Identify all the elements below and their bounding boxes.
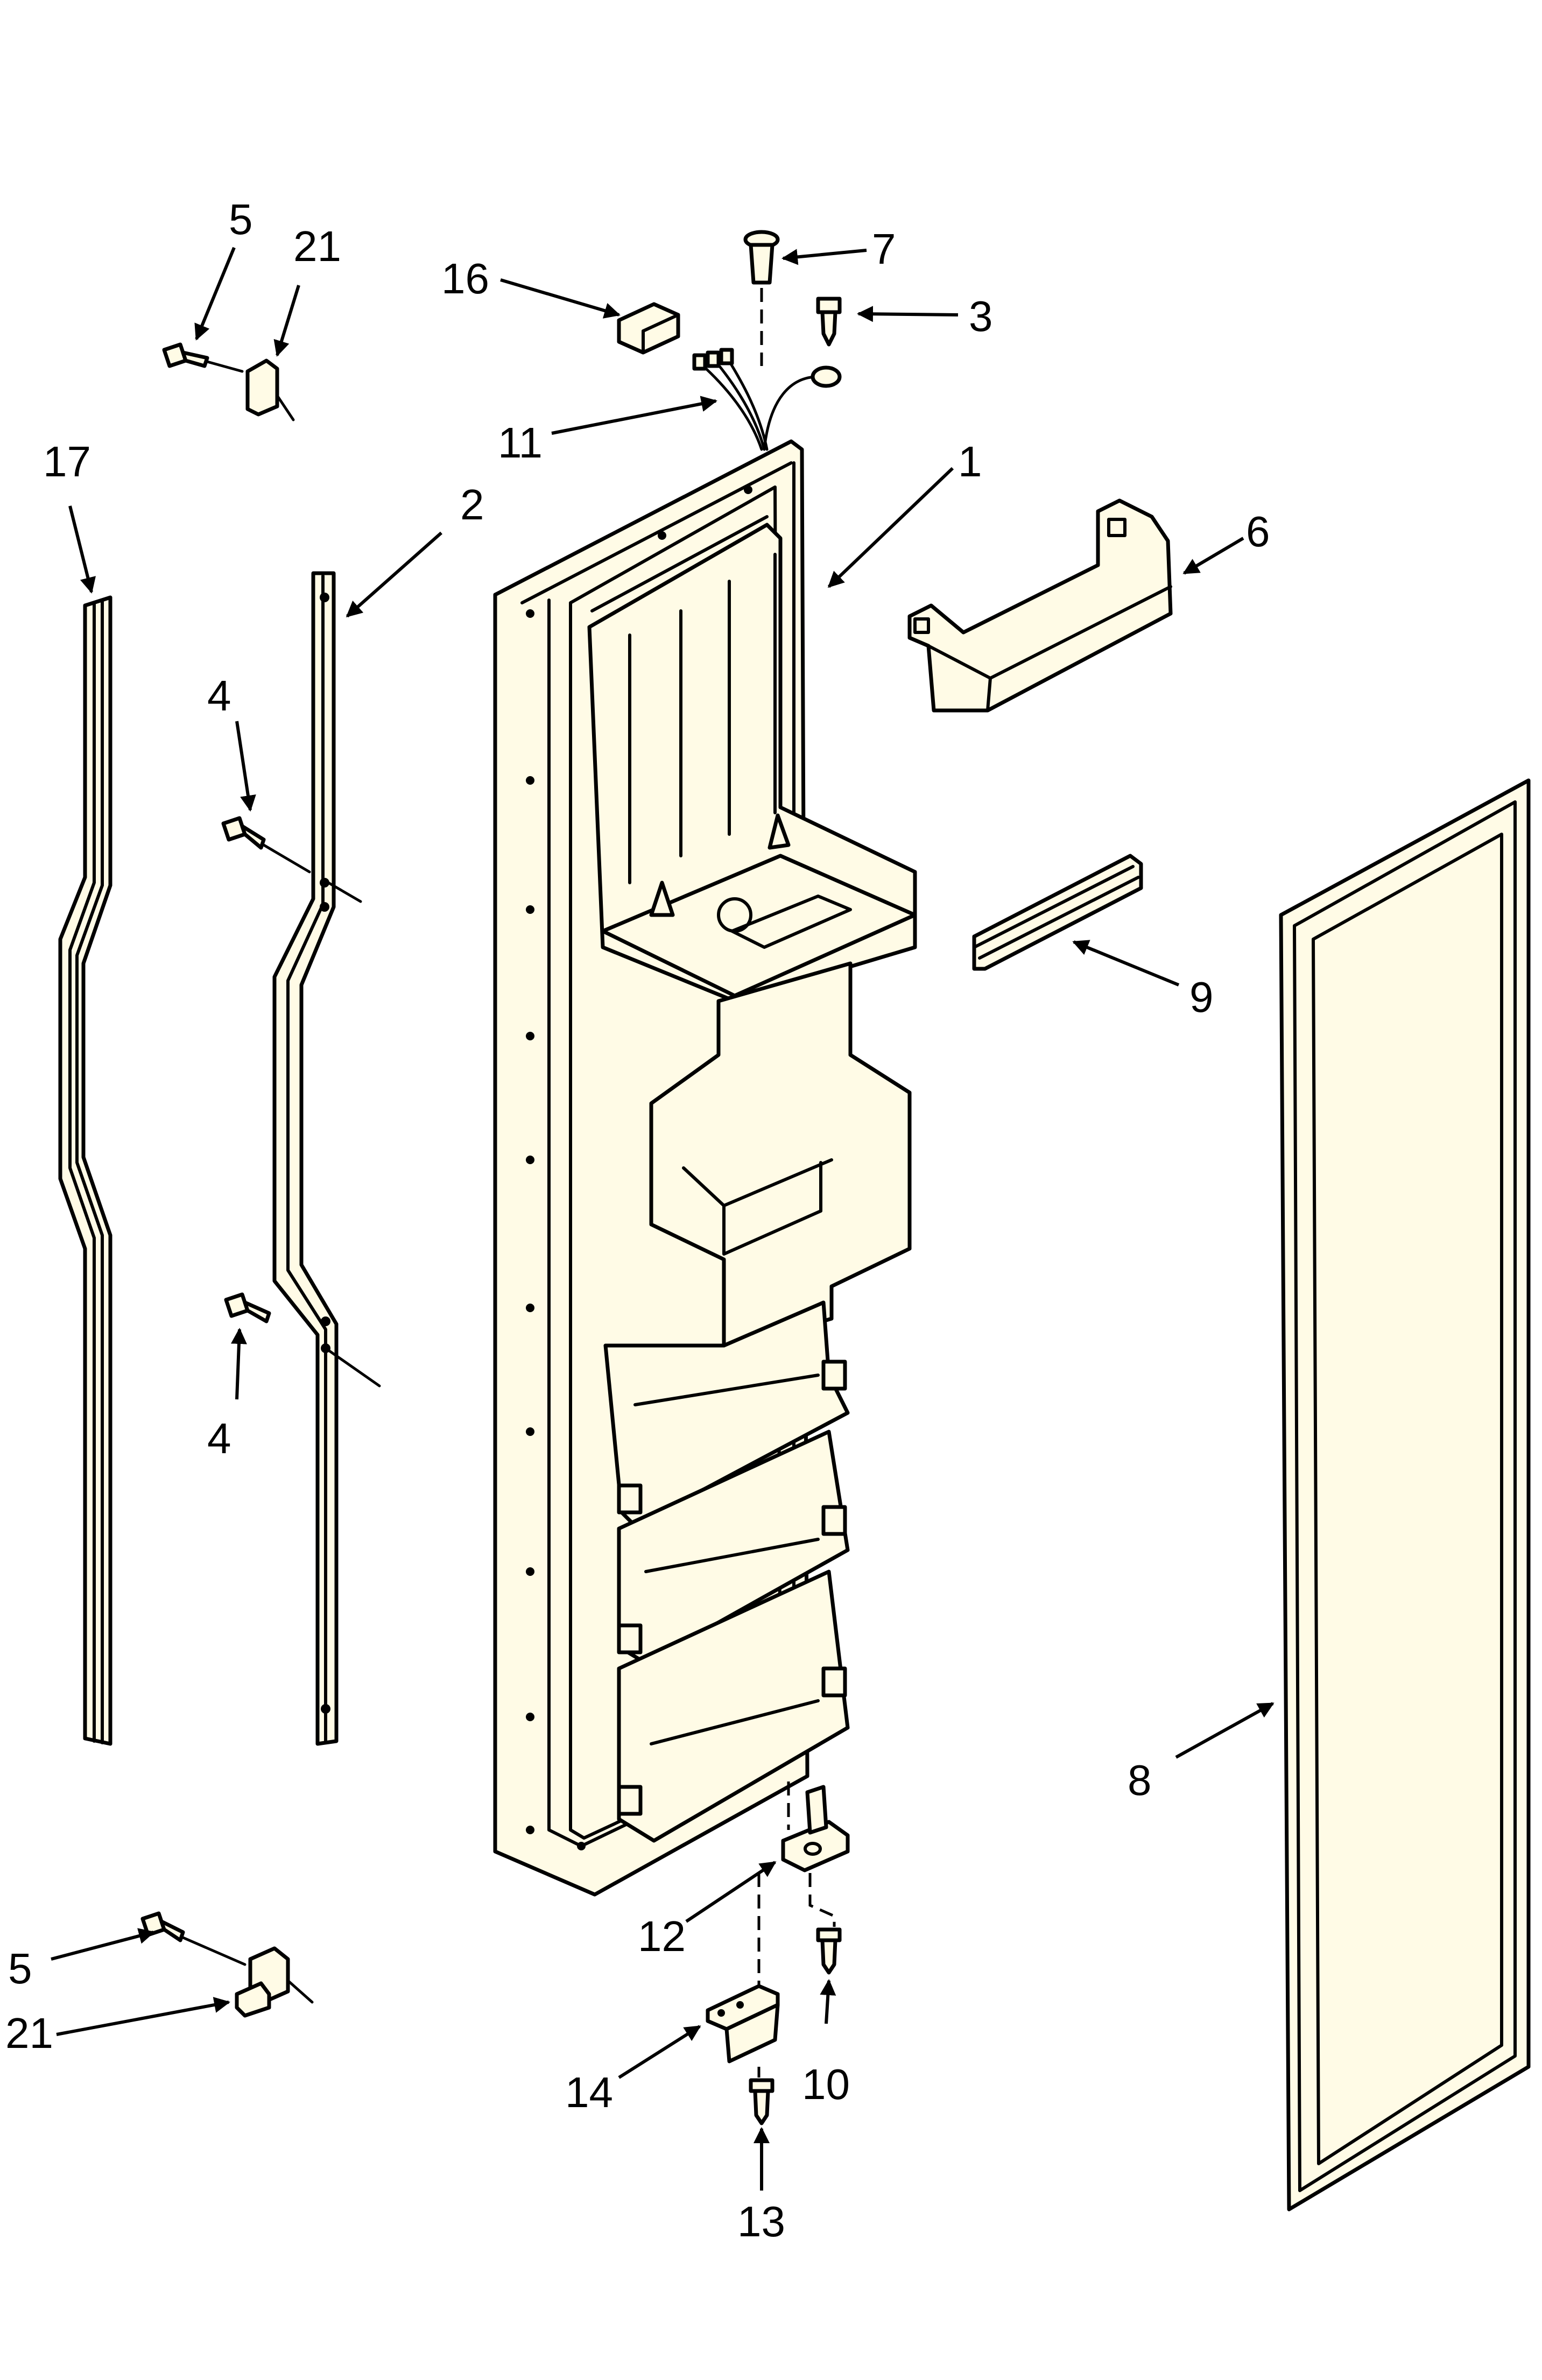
- callout-12: 12: [638, 1912, 686, 1960]
- part-14-hinge-plate: [706, 1873, 780, 2078]
- part-10-screw: [816, 1927, 842, 1975]
- part-2-trim-strip: [272, 571, 381, 1746]
- part-12-hinge: [781, 1782, 850, 1927]
- leader-arrows: [51, 247, 1275, 2191]
- part-13-screw: [749, 2078, 774, 2125]
- part-1-door-panel: [493, 439, 917, 1897]
- callout-labels: 1 2 3 4 4 5 5 6 7 8 9 10 11 12 13 14 16 …: [5, 195, 1270, 2245]
- callout-14: 14: [565, 2068, 613, 2116]
- callout-10: 10: [802, 2060, 850, 2108]
- callout-21-top: 21: [293, 222, 341, 270]
- callout-16: 16: [441, 255, 489, 302]
- part-9-rail: [972, 854, 1143, 971]
- callout-5-top: 5: [229, 195, 253, 243]
- part-11-wire-harness: [692, 348, 842, 451]
- part-8-gasket-frame: [1279, 778, 1531, 2212]
- part-5-screw-bottom: [140, 1911, 247, 1966]
- callout-5-bottom: 5: [8, 1945, 32, 1992]
- callout-17: 17: [43, 438, 91, 485]
- callout-6: 6: [1246, 508, 1270, 555]
- callout-11: 11: [498, 419, 543, 467]
- part-4-screw-lower: [224, 1292, 271, 1323]
- callout-4-upper: 4: [207, 672, 231, 720]
- callout-21-bottom: 21: [5, 2009, 53, 2057]
- part-17-strip: [58, 595, 112, 1746]
- callout-1: 1: [958, 438, 982, 485]
- part-21-clip-top: [245, 358, 295, 421]
- callout-2: 2: [460, 481, 484, 529]
- part-4-screw-upper: [221, 816, 311, 874]
- callout-7: 7: [872, 225, 896, 273]
- part-16-connector: [617, 302, 680, 355]
- callout-13: 13: [737, 2198, 785, 2245]
- part-21-clip-bottom: [235, 1946, 314, 2018]
- part-3-screw: [816, 297, 842, 347]
- part-5-screw-top: [162, 342, 244, 373]
- callout-9: 9: [1189, 973, 1214, 1021]
- callout-4-lower: 4: [207, 1414, 231, 1462]
- callout-3: 3: [969, 292, 993, 340]
- callout-8: 8: [1128, 1756, 1152, 1804]
- part-7-plug: [743, 230, 780, 366]
- part-6-handle: [907, 498, 1173, 713]
